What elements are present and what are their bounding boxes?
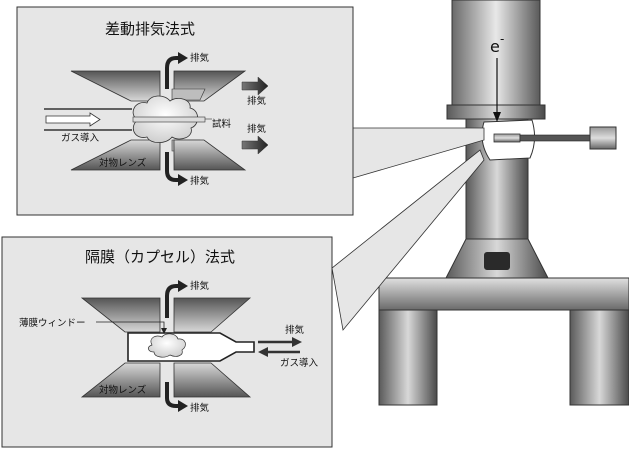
sample-label: 試料 [212, 118, 232, 130]
lens2-upper-left [80, 297, 161, 333]
exhaust2-bottom-label: 排気 [190, 402, 210, 414]
base-plate [378, 277, 629, 311]
electron-superscript: - [500, 32, 504, 46]
panel-membrane-capsule: 隔膜（カプセル）法式 薄膜ウィンドー 排気 排気 排気 ガス導入 対物レンズ [1, 236, 333, 448]
exhaust-bottom-label: 排気 [190, 175, 210, 187]
exhaust2-curve-bottom-head [178, 400, 188, 412]
electron-label: e [490, 37, 500, 56]
lens2-lower-right [173, 362, 252, 398]
objective-lens-label-top: 対物レンズ [99, 157, 147, 169]
exhaust-curve-top [165, 56, 180, 89]
membrane-leader-head [161, 328, 167, 334]
zoom-connector-bottom [331, 149, 485, 331]
exhaust2-top-label: 排気 [190, 280, 210, 292]
sample-holder-handle [589, 126, 617, 150]
gas-inlet-arrow [45, 112, 101, 127]
objective-lens-label-bottom: 対物レンズ [99, 384, 147, 396]
gas2-inlet-label: ガス導入 [280, 357, 319, 369]
sample-holder-rod [519, 134, 591, 142]
sample-rod [132, 116, 206, 123]
exhaust-right-top-label: 排気 [247, 95, 267, 107]
electron-beam-arrowhead [493, 112, 501, 122]
aperture-upper-right [171, 88, 206, 101]
gas2-inlet-arrow-head [258, 347, 268, 357]
leg-left [378, 309, 438, 406]
exhaust-arrow-right-bottom [241, 135, 269, 155]
membrane-window-label: 薄膜ウィンドー [19, 317, 86, 329]
exhaust2-curve-bottom [165, 382, 180, 408]
exhaust-curve-bottom [165, 152, 180, 182]
exhaust-arrow-right-top [241, 76, 269, 96]
exhaust2-right-arrow-head [292, 337, 302, 347]
exhaust2-curve-top [165, 284, 180, 318]
column-top [451, 0, 541, 106]
microscope: e - [378, 0, 629, 406]
exhaust-curve-top-head [178, 52, 188, 64]
exhaust-right-bottom-label: 排気 [247, 123, 267, 135]
panel-differential-pumping: 差動排気法式 ガス導入 試料 排気 排気 排気 排気 対物レンズ [16, 6, 354, 216]
exhaust-curve-bottom-head [178, 174, 188, 186]
exhaust2-curve-top-head [178, 280, 188, 292]
exhaust-top-label: 排気 [190, 52, 210, 64]
gas-inlet-label: ガス導入 [61, 132, 100, 144]
lens2-upper-right [173, 297, 252, 333]
panel-top-title: 差動排気法式 [105, 20, 195, 38]
lens-lower-right [173, 139, 247, 171]
capsule-cloud [148, 333, 186, 358]
leg-right [569, 309, 629, 406]
lens2-lower-left [80, 362, 161, 398]
sample-holder-tip [493, 133, 521, 143]
panel-bottom-title: 隔膜（カプセル）法式 [85, 248, 235, 266]
column-slot [484, 252, 510, 270]
exhaust2-right-label: 排気 [285, 324, 305, 336]
